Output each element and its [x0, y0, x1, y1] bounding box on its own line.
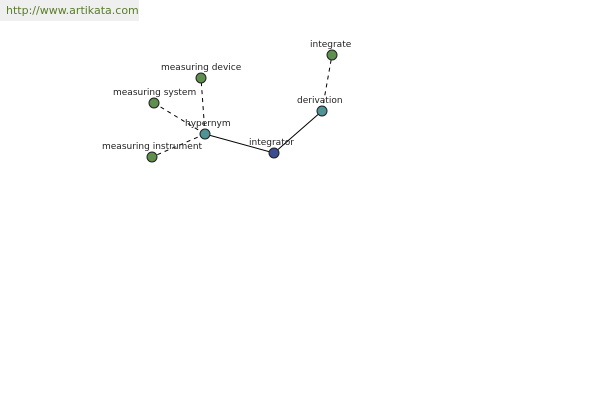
- node-integrator[interactable]: integrator: [249, 138, 294, 159]
- node-marker[interactable]: [148, 97, 160, 109]
- edge-derivation-to-integrate: [321, 54, 333, 112]
- node-marker[interactable]: [195, 72, 207, 84]
- node-measuring-device[interactable]: measuring device: [161, 63, 242, 84]
- node-derivation[interactable]: derivation: [297, 96, 343, 117]
- node-measuring-system[interactable]: measuring system: [113, 88, 196, 109]
- node-hypernym[interactable]: hypernym: [185, 119, 231, 140]
- nodes-layer: integrator hypernym derivation integrate mea…: [102, 40, 352, 163]
- node-label: hypernym: [185, 119, 231, 129]
- node-label: derivation: [297, 96, 343, 106]
- node-marker[interactable]: [268, 147, 280, 159]
- edge-integrator-to-hypernym: [204, 133, 275, 154]
- edge-integrator-to-derivation: [273, 110, 323, 154]
- edges-layer: [151, 54, 333, 158]
- node-marker[interactable]: [199, 128, 211, 140]
- edge-hypernym-to-measuring-instrument: [151, 133, 206, 158]
- node-measuring-instrument[interactable]: measuring instrument: [102, 142, 203, 163]
- node-marker[interactable]: [316, 105, 328, 117]
- node-label: measuring device: [161, 63, 242, 73]
- node-label: measuring instrument: [102, 142, 203, 152]
- source-url[interactable]: http://www.artikata.com: [0, 0, 139, 21]
- edge-hypernym-to-measuring-device: [200, 77, 206, 135]
- node-label: integrator: [249, 138, 294, 148]
- edge-hypernym-to-measuring-system: [153, 102, 206, 135]
- node-label: measuring system: [113, 88, 196, 98]
- node-integrate[interactable]: integrate: [310, 40, 352, 61]
- node-marker[interactable]: [326, 49, 338, 61]
- node-marker[interactable]: [146, 151, 158, 163]
- node-label: integrate: [310, 40, 352, 50]
